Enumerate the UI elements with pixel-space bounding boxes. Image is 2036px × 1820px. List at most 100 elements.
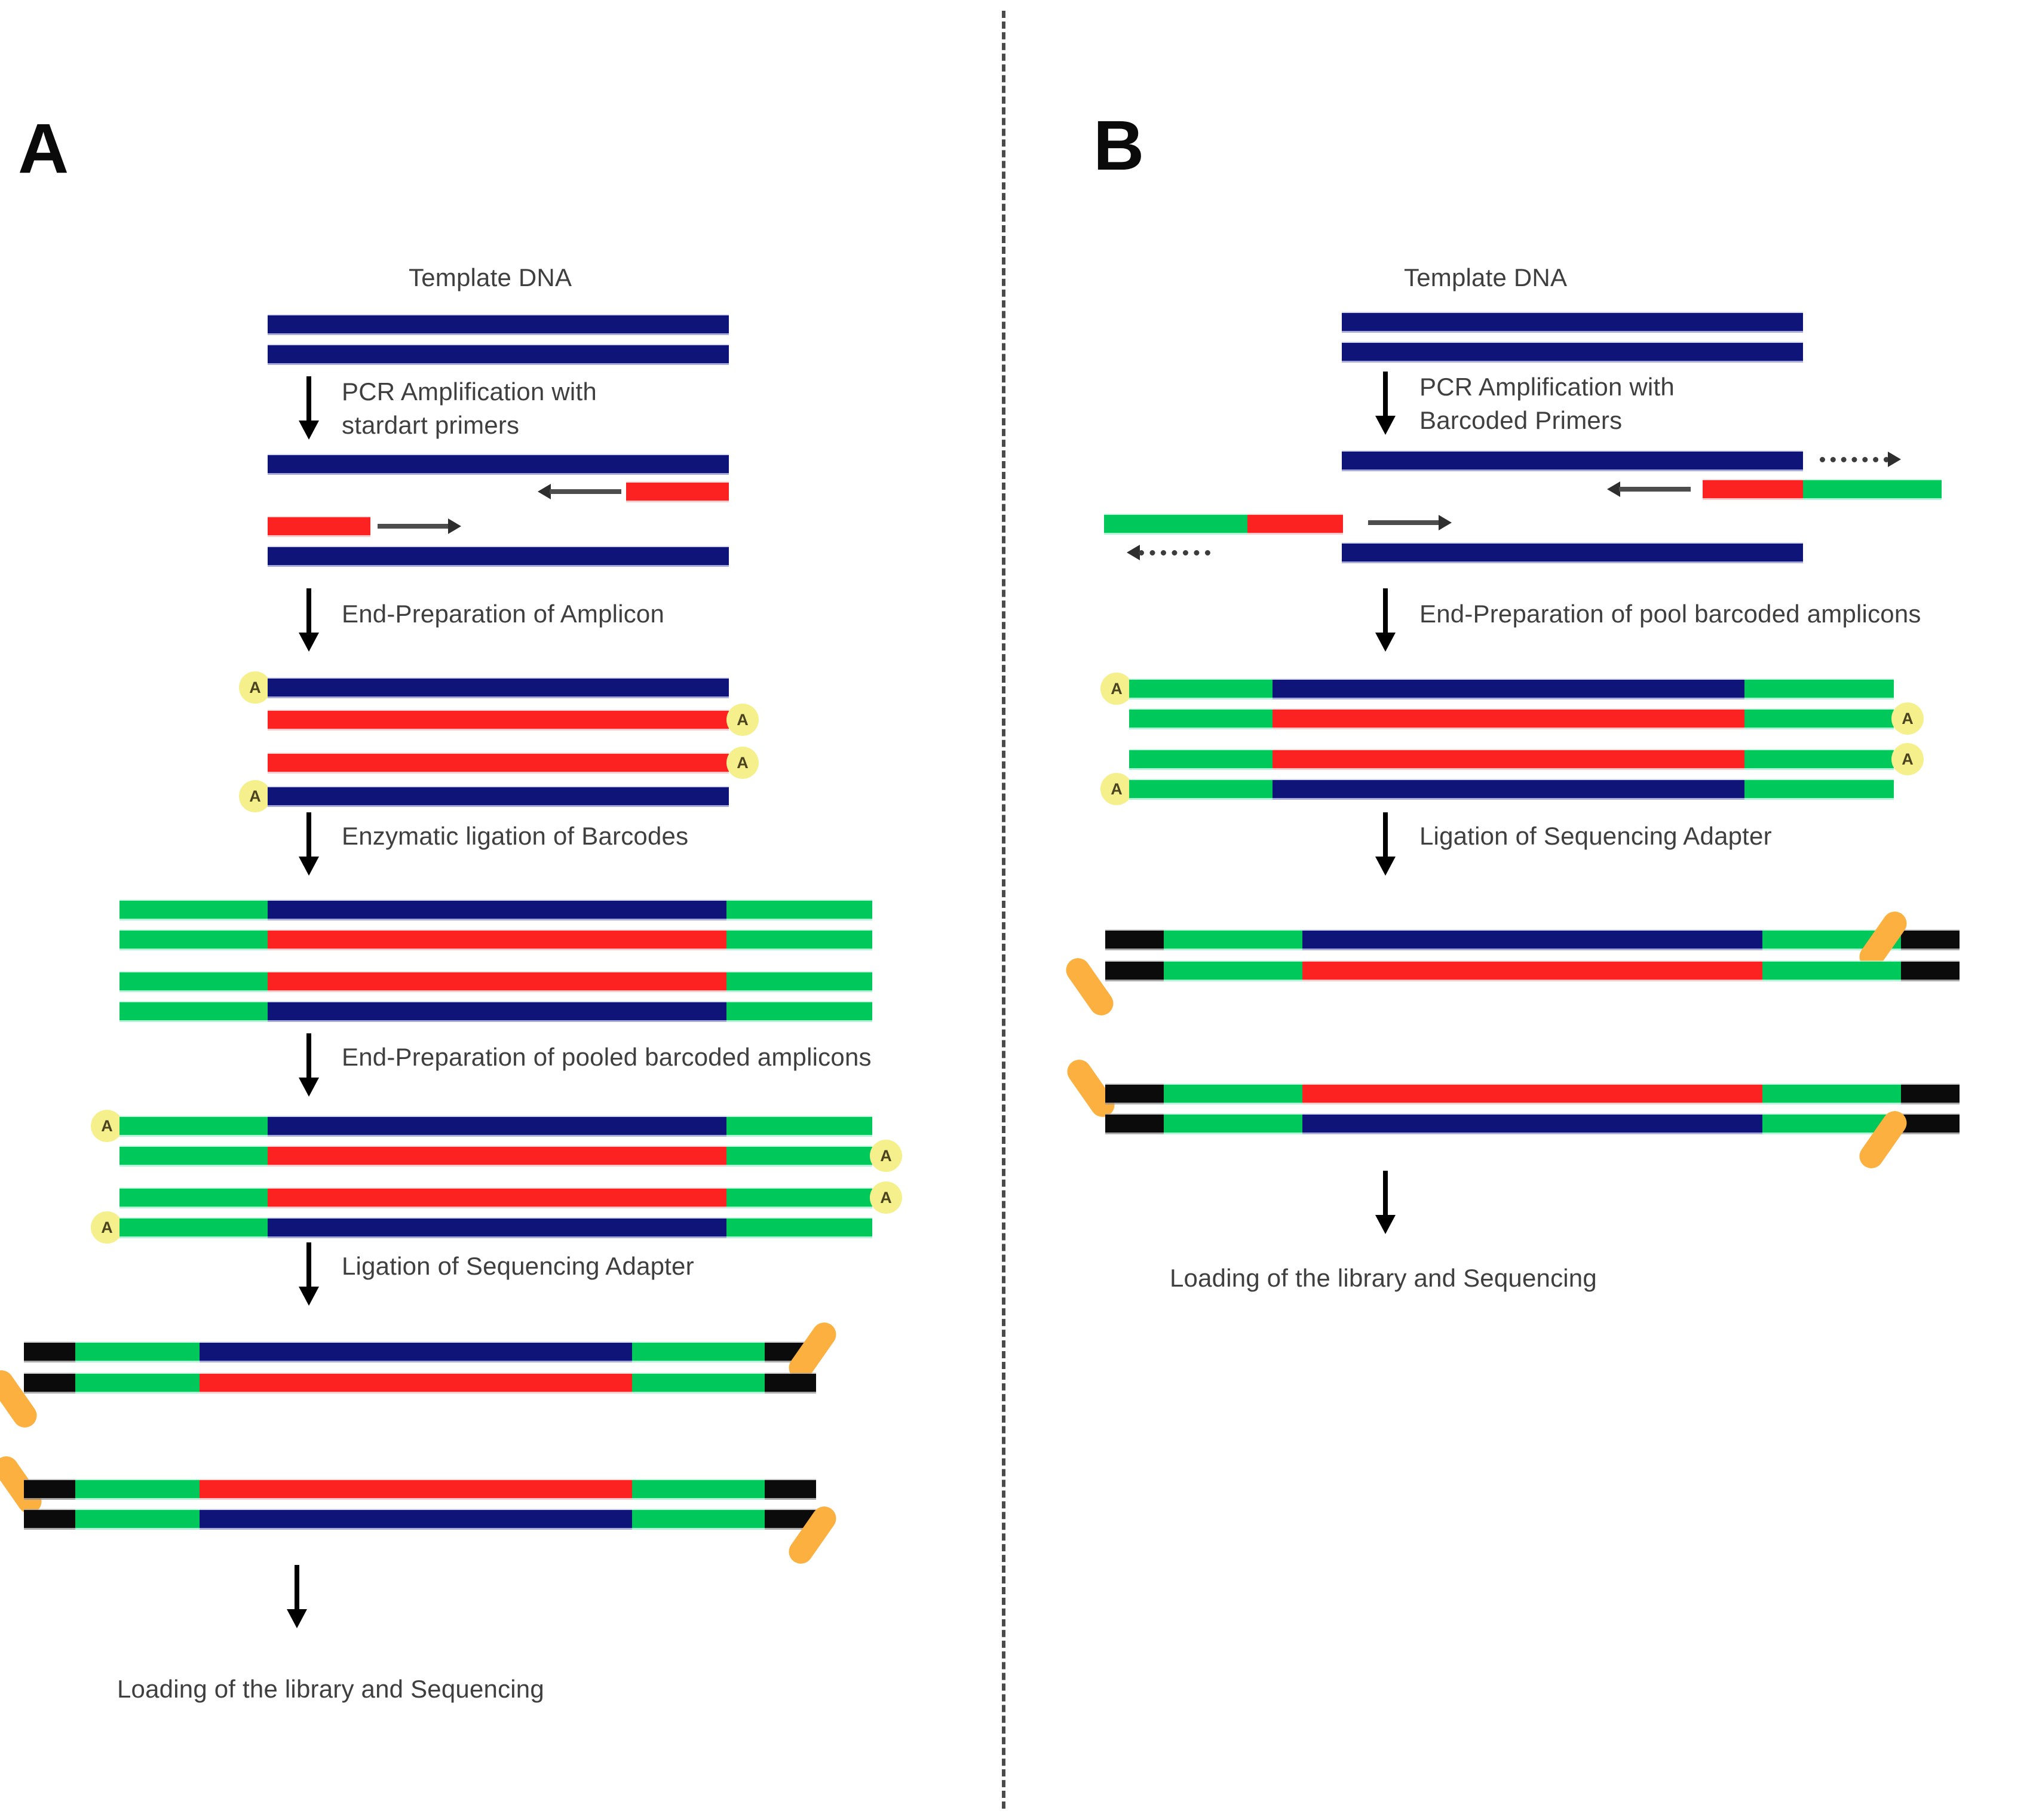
a-tail-marker: A (239, 780, 271, 812)
dna-segment-complement (1272, 710, 1744, 728)
dna-segment-primer (1703, 480, 1803, 498)
dna-segment-adapter (24, 1374, 75, 1392)
dna-segment-complement (200, 1480, 632, 1498)
dna-segment-complement (1302, 1085, 1762, 1103)
dna-segment-barcode (119, 1189, 268, 1207)
dna-segment-primer (268, 517, 370, 535)
dna-segment-complement (268, 711, 729, 729)
panel-a: A Template DNA PCR Amplification with st… (0, 0, 1002, 1820)
dna-segment-barcode (632, 1510, 765, 1528)
flow-arrow-pcr (1375, 372, 1396, 437)
flow-arrow-endprep-2 (299, 1033, 319, 1099)
primer-arrow-reverse (1607, 481, 1691, 497)
endprep-strand-4 (268, 787, 729, 805)
amplicon-strand-top (268, 455, 729, 473)
dna-segment-adapter (1105, 1085, 1164, 1103)
panel-b-adapter-caption: Ligation of Sequencing Adapter (1419, 822, 1772, 850)
a-tail-marker: A (1100, 673, 1133, 705)
dna-segment-barcode (1762, 1085, 1901, 1103)
barcoded-strand-1 (119, 901, 872, 919)
panel-a-adapter-caption: Ligation of Sequencing Adapter (342, 1252, 694, 1280)
flow-arrow-loading (287, 1565, 307, 1631)
dna-segment-barcode (119, 1147, 268, 1165)
dna-segment-barcode (726, 1117, 872, 1135)
endprep-strand-3 (1129, 750, 1894, 768)
dna-segment-template (1302, 931, 1762, 949)
dna-segment-template (268, 455, 729, 473)
dna-segment-barcode (75, 1343, 200, 1361)
panel-a-label: A (18, 109, 69, 188)
barcoded-strand-4 (119, 1002, 872, 1020)
endprep2-strand-4 (119, 1219, 872, 1236)
dna-segment-template (268, 1219, 726, 1236)
dna-segment-template (268, 901, 726, 919)
dna-segment-barcode (1164, 962, 1302, 980)
library-strand-2-top (24, 1480, 1016, 1498)
dna-segment-template (268, 787, 729, 805)
dna-segment-adapter (1901, 1115, 1960, 1132)
panel-a-ligation-caption: Enzymatic ligation of Barcodes (342, 822, 689, 850)
a-tail-marker: A (91, 1211, 123, 1244)
dna-segment-barcode (726, 901, 872, 919)
amplicon-strand-bottom (1342, 544, 1803, 561)
dna-segment-barcode (119, 972, 268, 990)
dna-segment-barcode (632, 1343, 765, 1361)
dna-segment-adapter (1901, 1085, 1960, 1103)
a-tail-marker: A (870, 1181, 902, 1214)
dna-segment-barcode (726, 972, 872, 990)
panel-b-loading-caption: Loading of the library and Sequencing (1170, 1264, 1597, 1292)
dna-segment-complement (268, 754, 729, 772)
endprep-strand-1 (1129, 680, 1894, 698)
dna-segment-complement (200, 1374, 632, 1392)
flow-arrow-endprep (1375, 588, 1396, 654)
template-strand-top (268, 315, 729, 333)
library-strand-2-bottom (24, 1510, 1016, 1528)
dna-segment-barcode (1129, 680, 1272, 698)
panel-a-endprep2-caption: End-Preparation of pooled barcoded ampli… (342, 1043, 872, 1071)
dna-segment-template (1342, 544, 1803, 561)
a-tail-marker: A (239, 671, 271, 704)
endprep2-strand-3 (119, 1189, 872, 1207)
panel-b: B Template DNA PCR Amplification with Ba… (1010, 0, 2036, 1820)
a-tail-marker: A (870, 1140, 902, 1172)
panel-b-template-title: Template DNA (1404, 263, 1568, 291)
flow-arrow-loading (1375, 1171, 1396, 1236)
a-tail-marker: A (1891, 743, 1924, 775)
a-tail-marker: A (1100, 773, 1133, 805)
a-tail-marker: A (91, 1110, 123, 1142)
library-strand-1-top (24, 1343, 1016, 1361)
a-tail-marker: A (726, 704, 759, 736)
dna-segment-barcode (632, 1480, 765, 1498)
panel-divider (1002, 11, 1005, 1809)
dna-segment-complement (268, 1147, 726, 1165)
panel-b-pcr-caption: PCR Amplification with Barcoded Primers (1419, 373, 1675, 435)
dna-segment-adapter (24, 1343, 75, 1361)
flow-arrow-adapter-ligation (299, 1242, 319, 1308)
dna-segment-template (200, 1510, 632, 1528)
flow-arrow-barcode-ligation (299, 812, 319, 878)
dna-segment-adapter (1105, 962, 1164, 980)
dna-segment-adapter (1105, 931, 1164, 949)
endprep-strand-2 (268, 711, 729, 729)
dna-segment-complement (268, 931, 726, 949)
panel-b-label: B (1093, 106, 1145, 185)
dna-segment-template (1302, 1115, 1762, 1132)
dna-segment-barcode (1762, 962, 1901, 980)
primer-forward (268, 517, 370, 535)
endprep2-strand-1 (119, 1117, 872, 1135)
primer-reverse-barcoded (1703, 480, 1942, 498)
dna-segment-barcode (1129, 710, 1272, 728)
amplicon-strand-top (1342, 452, 1803, 469)
dna-segment-barcode (1744, 750, 1894, 768)
template-strand-top (1342, 313, 1803, 331)
dna-segment-complement (268, 1189, 726, 1207)
dna-segment-barcode (726, 1002, 872, 1020)
extension-arrow-reverse (1127, 545, 1210, 560)
dna-segment-template (268, 345, 729, 363)
dna-segment-barcode (726, 1219, 872, 1236)
flow-arrow-adapter-ligation (1375, 812, 1396, 878)
panel-a-endprep1-caption: End-Preparation of Amplicon (342, 600, 665, 628)
library-strand-2-bottom (1105, 1115, 2013, 1132)
dna-segment-template (1342, 313, 1803, 331)
dna-segment-adapter (24, 1510, 75, 1528)
